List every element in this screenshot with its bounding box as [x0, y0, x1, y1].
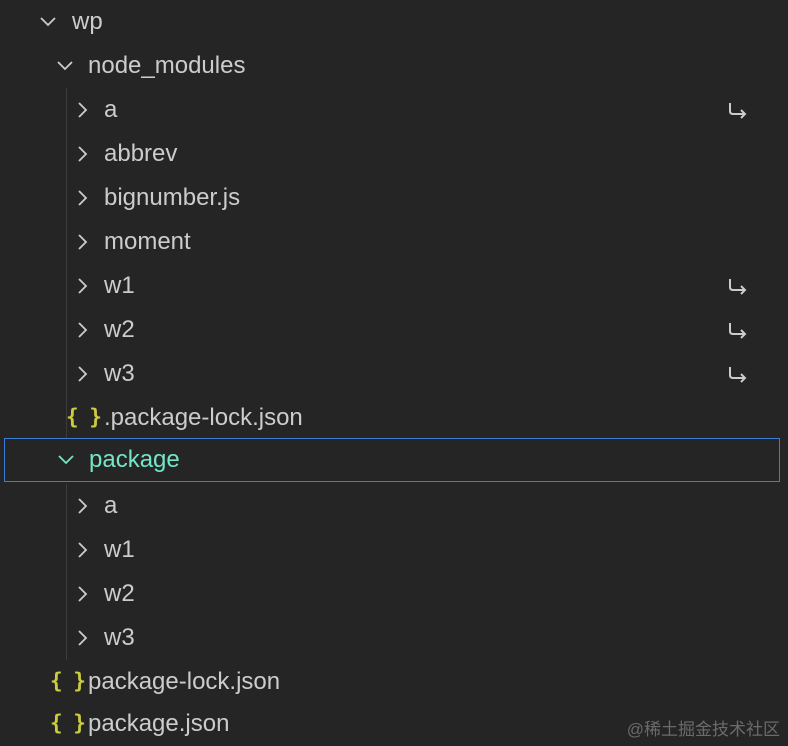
tree-item-label: a — [104, 492, 118, 519]
indent-guide — [66, 88, 67, 440]
chevron-down-icon[interactable] — [55, 56, 73, 76]
chevron-right-icon[interactable] — [74, 320, 92, 340]
tree-folder-wp[interactable]: wp — [0, 0, 788, 44]
tree-folder-node-modules[interactable]: node_modules — [0, 44, 788, 88]
tree-folder-w1[interactable]: w1 — [0, 264, 788, 308]
chevron-right-icon[interactable] — [74, 496, 92, 516]
tree-folder-w3[interactable]: w3 — [0, 352, 788, 396]
chevron-right-icon[interactable] — [74, 232, 92, 252]
symlink-icon — [726, 362, 750, 386]
chevron-right-icon[interactable] — [74, 276, 92, 296]
symlink-icon — [726, 98, 750, 122]
tree-folder-abbrev[interactable]: abbrev — [0, 132, 788, 176]
chevron-right-icon[interactable] — [74, 628, 92, 648]
tree-folder-package-w3[interactable]: w3 — [0, 616, 788, 660]
json-braces-icon: { } — [50, 669, 86, 693]
tree-item-label: w1 — [104, 536, 135, 563]
tree-item-label: package.json — [88, 710, 230, 737]
tree-item-label: w2 — [104, 316, 135, 343]
tree-item-label: moment — [104, 228, 191, 255]
tree-item-label: wp — [72, 8, 103, 35]
indent-guide — [66, 484, 67, 660]
tree-item-label: w3 — [104, 624, 135, 651]
tree-folder-package[interactable]: package — [4, 438, 780, 482]
watermark: @稀土掘金技术社区 — [626, 720, 780, 739]
chevron-right-icon[interactable] — [74, 100, 92, 120]
tree-file-package-json[interactable]: { } package.json — [0, 702, 788, 746]
tree-file-dot-package-lock-json[interactable]: { } .package-lock.json — [0, 396, 788, 440]
chevron-right-icon[interactable] — [74, 364, 92, 384]
chevron-down-icon[interactable] — [56, 450, 74, 470]
tree-item-label: abbrev — [104, 140, 178, 167]
symlink-icon — [726, 274, 750, 298]
chevron-right-icon[interactable] — [74, 188, 92, 208]
tree-item-label: node_modules — [88, 52, 246, 79]
tree-item-label: package — [89, 446, 180, 473]
tree-file-package-lock-json[interactable]: { } package-lock.json — [0, 660, 788, 704]
tree-folder-moment[interactable]: moment — [0, 220, 788, 264]
chevron-right-icon[interactable] — [74, 144, 92, 164]
tree-item-label: w3 — [104, 360, 135, 387]
tree-folder-a[interactable]: a — [0, 88, 788, 132]
tree-folder-bignumber-js[interactable]: bignumber.js — [0, 176, 788, 220]
symlink-icon — [726, 318, 750, 342]
json-braces-icon: { } — [50, 711, 86, 735]
chevron-down-icon[interactable] — [38, 12, 56, 32]
chevron-right-icon[interactable] — [74, 540, 92, 560]
tree-item-label: a — [104, 96, 118, 123]
json-braces-icon: { } — [66, 405, 102, 429]
tree-item-label: .package-lock.json — [104, 404, 303, 431]
tree-item-label: w2 — [104, 580, 135, 607]
tree-item-label: bignumber.js — [104, 184, 241, 211]
tree-folder-w2[interactable]: w2 — [0, 308, 788, 352]
tree-folder-package-a[interactable]: a — [0, 484, 788, 528]
tree-folder-package-w2[interactable]: w2 — [0, 572, 788, 616]
chevron-right-icon[interactable] — [74, 584, 92, 604]
tree-folder-package-w1[interactable]: w1 — [0, 528, 788, 572]
tree-item-label: package-lock.json — [88, 668, 281, 695]
tree-item-label: w1 — [104, 272, 135, 299]
